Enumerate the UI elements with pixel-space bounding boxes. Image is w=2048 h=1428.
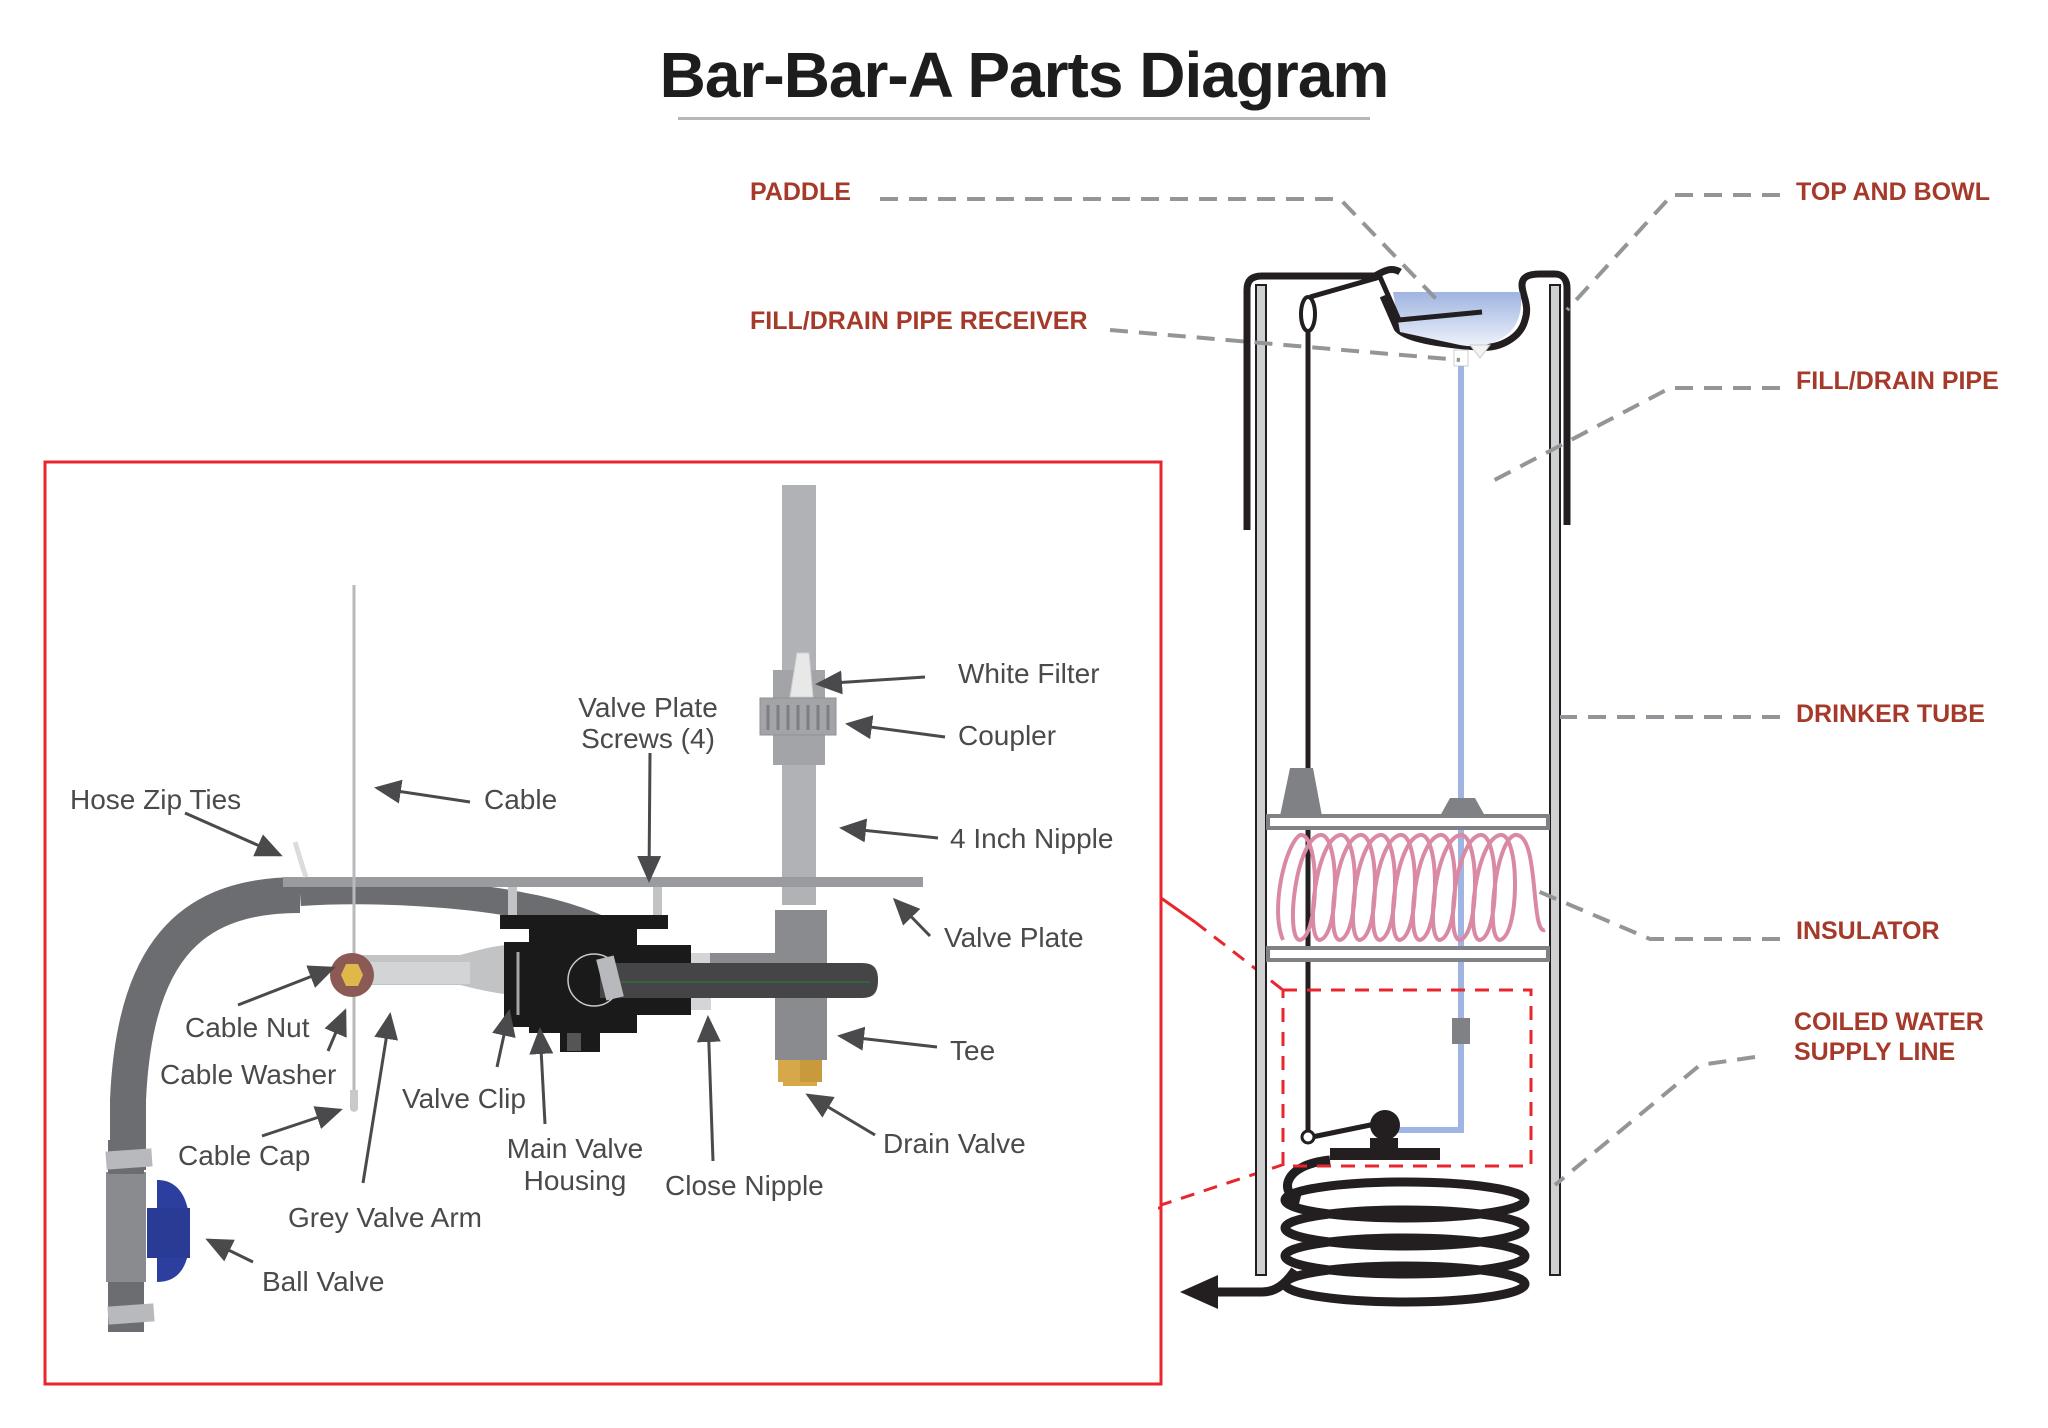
valve-assembly-illustration	[105, 485, 923, 1332]
label-valve-clip: Valve Clip	[402, 1083, 526, 1114]
cable-nut-shape	[341, 964, 363, 986]
callout-drinker-tube: DRINKER TUBE	[1796, 700, 1985, 728]
callout-coiled-water-supply-line-2: SUPPLY LINE	[1794, 1038, 1955, 1066]
callout-paddle: PADDLE	[750, 178, 851, 206]
label-drain-valve: Drain Valve	[883, 1128, 1026, 1159]
float-ball	[1370, 1110, 1400, 1140]
label-tee: Tee	[950, 1035, 995, 1066]
label-cable-cap: Cable Cap	[178, 1140, 310, 1171]
hose-clamp-bottom	[107, 1303, 155, 1325]
title-underline	[678, 117, 1370, 120]
label-cable-nut: Cable Nut	[185, 1012, 310, 1043]
part-label-arrows	[184, 670, 946, 1264]
supply-hose	[110, 877, 301, 1170]
label-valve-plate-screws-line2: Screws (4)	[581, 723, 715, 754]
callout-insulator: INSULATOR	[1796, 917, 1940, 945]
zip-tie-shape	[292, 841, 309, 878]
coiled-supply-line-shape	[1212, 1155, 1530, 1307]
white-filter-shape	[789, 652, 814, 698]
label-coupler: Coupler	[958, 720, 1056, 751]
callout-fill-drain-pipe-receiver: FILL/DRAIN PIPE RECEIVER	[750, 307, 1088, 335]
label-cable: Cable	[484, 784, 557, 815]
zoom-connector-lines	[1158, 896, 1284, 1210]
label-valve-plate-screws-line1: Valve Plate	[578, 692, 718, 723]
label-white-filter: White Filter	[958, 658, 1100, 689]
cable-cap-shape	[350, 1090, 358, 1112]
label-main-valve-housing-line2: Housing	[524, 1165, 627, 1196]
outflow-arrow-icon	[1180, 1275, 1218, 1309]
bowl-water	[1393, 292, 1522, 347]
callout-leader-lines	[880, 193, 1780, 1187]
paddle-shape	[1309, 273, 1483, 323]
drinker-tube-right-wall	[1549, 284, 1561, 1276]
drinker-callout-labels: PADDLE FILL/DRAIN PIPE RECEIVER TOP AND …	[750, 178, 1999, 1066]
callout-coiled-water-supply-line-1: COILED WATER	[1794, 1008, 1984, 1036]
valve-detail-frame	[43, 460, 1163, 1386]
label-cable-washer: Cable Washer	[160, 1059, 336, 1090]
label-ball-valve: Ball Valve	[262, 1266, 384, 1297]
diagram-title: Bar-Bar-A Parts Diagram	[659, 39, 1390, 111]
drinker-tube-left-wall	[1255, 284, 1267, 1276]
valve-part-labels: White Filter Coupler Valve Plate Screws …	[70, 658, 1113, 1297]
label-valve-plate: Valve Plate	[944, 922, 1084, 953]
zoom-region-box	[1281, 988, 1533, 1168]
hose-clamp-top	[105, 1148, 153, 1170]
callout-top-and-bowl: TOP AND BOWL	[1796, 178, 1990, 206]
top-and-bowl-shape	[1243, 265, 1571, 530]
label-close-nipple: Close Nipple	[665, 1170, 824, 1201]
valve-plate-shape	[283, 877, 923, 887]
label-grey-valve-arm: Grey Valve Arm	[288, 1202, 482, 1233]
callout-fill-drain-pipe: FILL/DRAIN PIPE	[1796, 367, 1999, 395]
label-hose-zip-ties: Hose Zip Ties	[70, 784, 241, 815]
drinker-illustration	[1180, 265, 1571, 1309]
receiver-shape	[1468, 344, 1492, 359]
insulator-coils	[1276, 833, 1546, 943]
label-main-valve-housing-line1: Main Valve	[507, 1133, 643, 1164]
label-four-inch-nipple: 4 Inch Nipple	[950, 823, 1113, 854]
